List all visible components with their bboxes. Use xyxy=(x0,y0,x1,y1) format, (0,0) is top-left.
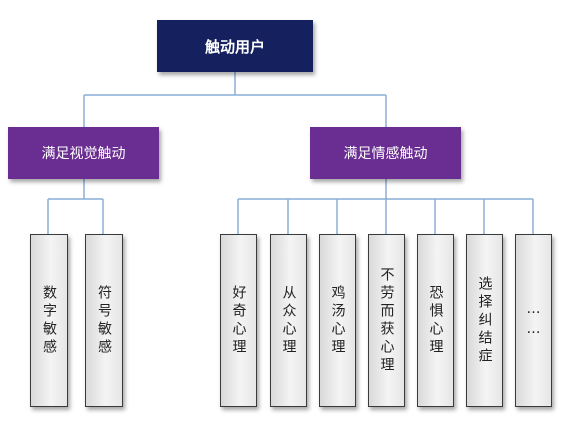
leaf-node: 恐惧心理 xyxy=(417,234,454,407)
category-node-emotional: 满足情感触动 xyxy=(310,127,461,179)
leaf-node-label: 从众心理 xyxy=(280,284,297,357)
leaf-node-label: …… xyxy=(525,300,542,341)
root-node-label: 触动用户 xyxy=(204,37,265,56)
leaf-node-label: 符号敏感 xyxy=(96,284,112,357)
leaf-node: 数字敏感 xyxy=(30,234,68,407)
leaf-node: 从众心理 xyxy=(270,234,307,407)
category-node-visual: 满足视觉触动 xyxy=(8,127,159,179)
category-node-label: 满足情感触动 xyxy=(343,146,428,162)
leaf-node-label: 不劳而获心理 xyxy=(378,266,395,375)
leaf-node: 不劳而获心理 xyxy=(368,234,405,407)
category-node-label: 满足视觉触动 xyxy=(41,146,126,162)
root-node: 触动用户 xyxy=(157,20,313,72)
leaf-node: 选择纠结症 xyxy=(466,234,503,407)
leaf-node-label: 选择纠结症 xyxy=(476,275,493,366)
leaf-node-label: 鸡汤心理 xyxy=(329,284,346,357)
leaf-node-label: 数字敏感 xyxy=(41,284,57,357)
leaf-node: 符号敏感 xyxy=(85,234,123,407)
leaf-node-label: 好奇心理 xyxy=(230,284,247,357)
leaf-node-label: 恐惧心理 xyxy=(427,284,444,357)
leaf-node: 鸡汤心理 xyxy=(319,234,356,407)
leaf-node: …… xyxy=(515,234,552,407)
leaf-node: 好奇心理 xyxy=(220,234,257,407)
